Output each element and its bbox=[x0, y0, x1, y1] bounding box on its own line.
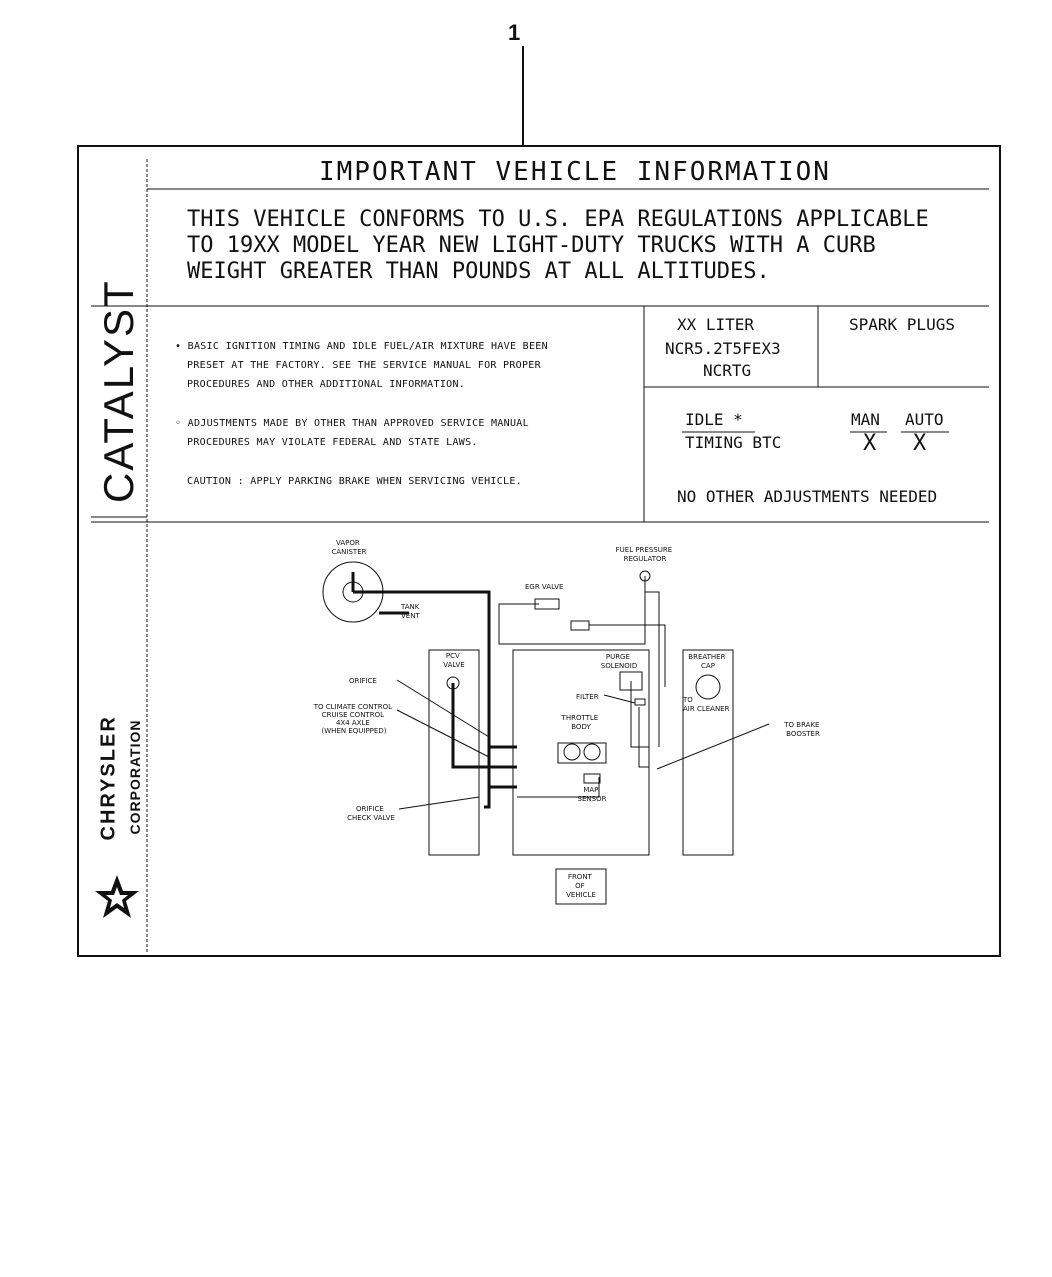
air-cleaner-label: TO AIR CLEANER bbox=[682, 696, 730, 713]
no-adjustments-text: NO OTHER ADJUSTMENTS NEEDED bbox=[677, 487, 938, 506]
climate-control-label: TO CLIMATE CONTROL CRUISE CONTROL 4X4 AX… bbox=[313, 703, 395, 735]
engine-code-2: NCRTG bbox=[703, 361, 752, 380]
note-line-4: ◦ ADJUSTMENTS MADE BY OTHER THAN APPROVE… bbox=[175, 418, 529, 429]
auto-value: X bbox=[913, 431, 927, 456]
breather-cap-label: BREATHER CAP bbox=[688, 653, 727, 670]
epa-line-1: THIS VEHICLE CONFORMS TO U.S. EPA REGULA… bbox=[187, 207, 929, 232]
note-line-3: PROCEDURES AND OTHER ADDITIONAL INFORMAT… bbox=[187, 379, 466, 390]
epa-statement: THIS VEHICLE CONFORMS TO U.S. EPA REGULA… bbox=[187, 207, 929, 285]
map-sensor-label: MAP SENSOR bbox=[578, 786, 607, 803]
label-title: IMPORTANT VEHICLE INFORMATION bbox=[319, 157, 831, 187]
epa-line-2: TO 19XX MODEL YEAR NEW LIGHT-DUTY TRUCKS… bbox=[187, 233, 876, 258]
orifice-label: ORIFICE bbox=[349, 677, 377, 685]
idle-label: IDLE * bbox=[685, 410, 743, 429]
man-value: X bbox=[863, 431, 877, 456]
front-of-vehicle-label: FRONT OF VEHICLE bbox=[566, 873, 596, 899]
vapor-canister-label: VAPOR CANISTER bbox=[332, 539, 367, 556]
brake-booster-label: TO BRAKE BOOSTER bbox=[783, 721, 821, 738]
filter-label: FILTER bbox=[576, 693, 599, 701]
epa-line-3: WEIGHT GREATER THAN POUNDS AT ALL ALTITU… bbox=[187, 259, 770, 284]
spark-plugs-label: SPARK PLUGS bbox=[849, 315, 955, 334]
pcv-valve-label: PCV VALVE bbox=[443, 652, 464, 669]
caution-line: CAUTION : APPLY PARKING BRAKE WHEN SERVI… bbox=[187, 476, 522, 487]
egr-valve-label: EGR VALVE bbox=[525, 583, 563, 591]
purge-solenoid-label: PURGE SOLENOID bbox=[601, 653, 637, 670]
throttle-body-label: THROTTLE BODY bbox=[561, 714, 601, 731]
timing-label: TIMING BTC bbox=[685, 433, 782, 452]
fuel-pressure-label: FUEL PRESSURE REGULATOR bbox=[616, 546, 675, 563]
vacuum-hose-diagram: VAPOR CANISTER TANK VENT FUEL PRESSURE R… bbox=[313, 539, 821, 905]
vehicle-info-label: IMPORTANT VEHICLE INFORMATION THIS VEHIC… bbox=[77, 145, 1001, 957]
note-line-5: PROCEDURES MAY VIOLATE FEDERAL AND STATE… bbox=[187, 437, 478, 448]
callout-leader bbox=[522, 46, 524, 145]
service-notes: • BASIC IGNITION TIMING AND IDLE FUEL/AI… bbox=[175, 337, 548, 491]
label-grid-lines bbox=[91, 159, 989, 953]
engine-code-1: NCR5.2T5FEX3 bbox=[665, 339, 781, 358]
pentastar-icon bbox=[95, 875, 139, 918]
tank-vent-label: TANK VENT bbox=[400, 603, 422, 620]
engine-liter: XX LITER bbox=[677, 315, 755, 334]
callout-number: 1 bbox=[508, 20, 521, 45]
note-line-1: • BASIC IGNITION TIMING AND IDLE FUEL/AI… bbox=[175, 341, 548, 352]
note-line-2: PRESET AT THE FACTORY. SEE THE SERVICE M… bbox=[187, 360, 541, 371]
orifice-check-valve-label: ORIFICE CHECK VALVE bbox=[347, 805, 395, 822]
man-label: MAN bbox=[851, 410, 880, 429]
auto-label: AUTO bbox=[905, 410, 944, 429]
